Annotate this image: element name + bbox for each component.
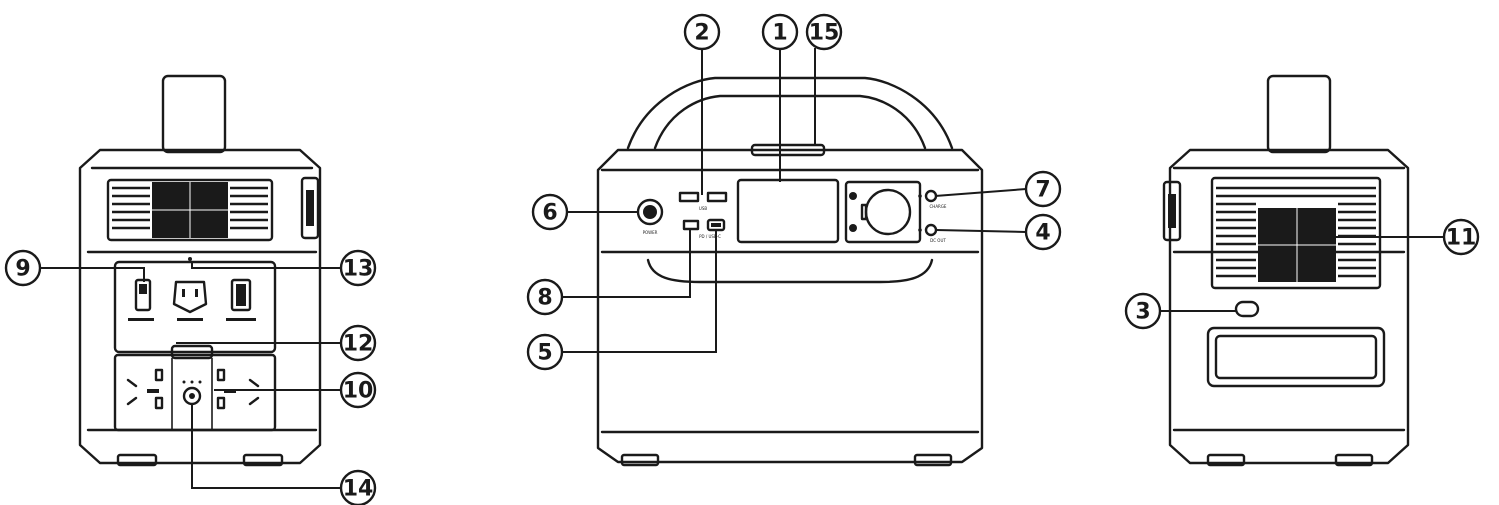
svg-text:10: 10 <box>343 379 374 404</box>
svg-text:4: 4 <box>1035 221 1050 246</box>
outlet-panel-lower <box>113 344 277 432</box>
svg-text:DC OUT: DC OUT <box>930 238 946 243</box>
svg-text:PD / USB-C: PD / USB-C <box>699 234 721 239</box>
vent-grill-left <box>106 178 274 242</box>
callout-6: 6 <box>531 193 569 231</box>
callout-8: 8 <box>526 278 564 316</box>
callout-2: 2 <box>683 13 721 51</box>
svg-text:2: 2 <box>694 21 709 46</box>
callout-9: 9 <box>4 249 42 287</box>
ac-output-panel <box>113 257 277 354</box>
vent-grill-right <box>1210 176 1382 290</box>
front-view: POWER USB PD / USB-C CHARGE DC OUT <box>596 76 984 467</box>
callout-3: 3 <box>1124 292 1162 330</box>
svg-text:8: 8 <box>537 286 552 311</box>
callout-10: 10 <box>339 371 377 409</box>
svg-text:13: 13 <box>343 257 374 282</box>
callout-13: 13 <box>339 249 377 287</box>
callout-14: 14 <box>339 469 377 505</box>
callout-12: 12 <box>339 324 377 362</box>
callout-15: 15 <box>805 13 843 51</box>
svg-text:11: 11 <box>1446 226 1477 251</box>
svg-text:USB: USB <box>699 206 707 211</box>
svg-text:15: 15 <box>809 21 840 46</box>
callout-7: 7 <box>1024 170 1062 208</box>
callout-11: 11 <box>1442 218 1480 256</box>
svg-text:9: 9 <box>15 257 30 282</box>
svg-text:7: 7 <box>1035 178 1050 203</box>
svg-text:1: 1 <box>772 21 787 46</box>
callout-5: 5 <box>526 333 564 371</box>
callout-1: 1 <box>761 13 799 51</box>
svg-text:3: 3 <box>1135 300 1150 325</box>
svg-text:6: 6 <box>542 201 557 226</box>
callout-4: 4 <box>1024 213 1062 251</box>
svg-text:12: 12 <box>343 332 374 357</box>
svg-text:14: 14 <box>343 477 374 502</box>
leader-lines <box>30 48 1444 489</box>
side-view-right <box>1162 74 1410 467</box>
svg-text:POWER: POWER <box>643 230 658 235</box>
svg-text:5: 5 <box>537 341 552 366</box>
svg-text:CHARGE: CHARGE <box>930 204 947 209</box>
side-view-left <box>78 74 322 467</box>
